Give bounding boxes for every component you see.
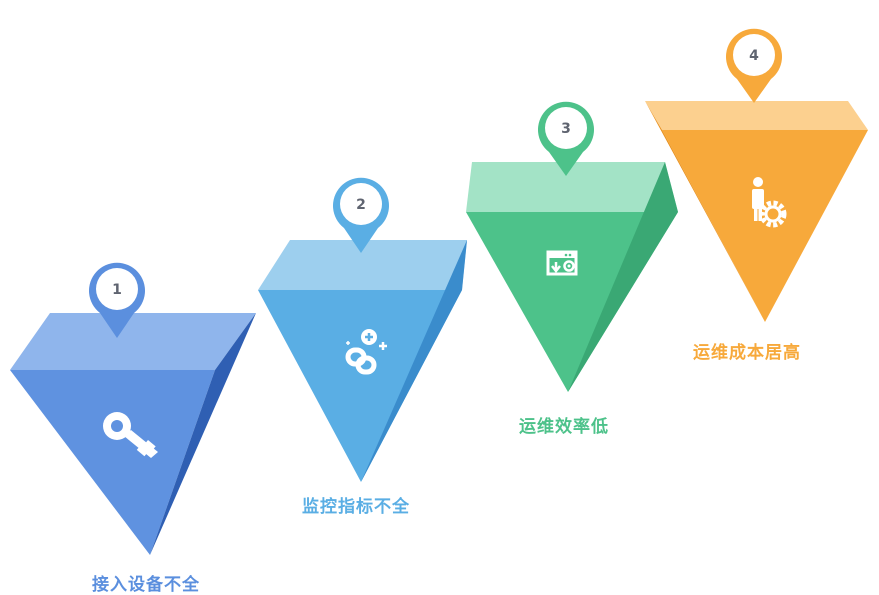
step-1-front-face <box>10 370 215 555</box>
step-4-front-face <box>662 130 868 322</box>
step-2-number: 2 <box>356 197 366 213</box>
step-3-pin: 3 <box>538 101 595 176</box>
step-2-pin: 2 <box>333 177 390 253</box>
step-4-pin: 4 <box>726 28 783 104</box>
step-1-side-face <box>150 313 256 555</box>
step-3-top-face <box>466 162 678 212</box>
window-settings-icon <box>546 250 578 276</box>
step-2-pyramid <box>258 240 467 482</box>
person-gear-icon <box>752 177 787 228</box>
step-2-side-face <box>361 240 467 482</box>
step-1-number: 1 <box>112 282 122 298</box>
step-4-side-face <box>645 101 765 322</box>
step-3-pyramid <box>466 162 678 392</box>
step-2-front-face <box>258 290 462 482</box>
step-3-number: 3 <box>561 121 571 137</box>
key-icon <box>103 412 158 458</box>
step-3-label: 运维效率低 <box>519 417 609 437</box>
step-4-number: 4 <box>749 48 759 64</box>
step-1-pyramid <box>10 313 256 555</box>
step-4-pyramid <box>645 101 868 322</box>
step-3-side-face <box>568 162 678 392</box>
step-4-label: 运维成本居高 <box>693 343 801 363</box>
step-1-label: 接入设备不全 <box>92 575 200 595</box>
step-1-pin: 1 <box>89 262 146 338</box>
link-add-icon <box>345 329 387 375</box>
step-2-top-face <box>258 240 467 290</box>
step-1-top-face <box>10 313 256 370</box>
step-2-label: 监控指标不全 <box>302 497 410 517</box>
step-4-top-face <box>645 101 868 130</box>
